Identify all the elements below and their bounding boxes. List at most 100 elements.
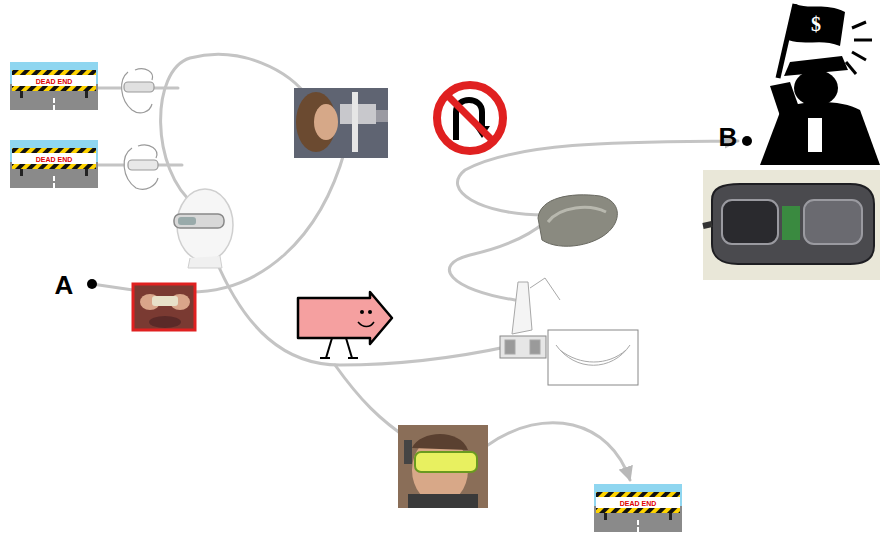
sign-text: DEAD END xyxy=(620,500,657,507)
point-label: B xyxy=(719,124,738,150)
burst-line xyxy=(852,52,866,60)
sketch-face xyxy=(122,69,154,113)
foam-part xyxy=(538,195,617,246)
leg xyxy=(346,338,352,358)
render-background xyxy=(703,170,880,280)
goggles xyxy=(174,214,224,228)
road-dash xyxy=(53,176,55,181)
sketch-stroke xyxy=(560,350,626,362)
barrier-stripes xyxy=(12,86,96,91)
sign-slash xyxy=(447,95,493,141)
dead-end-sign xyxy=(594,484,682,532)
smile xyxy=(358,322,374,327)
sketch-stroke xyxy=(135,69,153,80)
arrow-character xyxy=(298,292,392,358)
road xyxy=(10,84,98,110)
dive-mask xyxy=(415,452,477,472)
barrier-stripes xyxy=(596,492,680,497)
road-dash xyxy=(53,105,55,110)
sketch-stroke xyxy=(512,282,532,334)
technical-sketch xyxy=(500,278,638,385)
sketch-inset xyxy=(548,330,638,385)
face xyxy=(149,316,181,328)
sketch-device xyxy=(500,336,546,358)
burst-line xyxy=(854,39,872,42)
lens xyxy=(178,217,196,225)
foot xyxy=(348,357,358,359)
foam-shape xyxy=(538,195,617,246)
sketch-stroke xyxy=(124,148,158,189)
barrier-stripes xyxy=(12,70,96,75)
sketch-part xyxy=(505,340,515,354)
barrier-stripes xyxy=(12,148,96,153)
face xyxy=(314,104,338,140)
flag-symbol: $ xyxy=(811,14,821,34)
start-dot xyxy=(87,279,97,289)
device xyxy=(152,296,178,306)
leg xyxy=(326,338,332,358)
barrier-panel xyxy=(12,75,96,86)
head xyxy=(794,70,838,106)
road-dash xyxy=(53,183,55,188)
road xyxy=(10,162,98,188)
eye xyxy=(360,310,364,314)
hair xyxy=(412,434,468,450)
headset-panel xyxy=(804,200,862,244)
barrier-stripes xyxy=(12,164,96,169)
photo-frame xyxy=(398,425,488,508)
pirate-figure xyxy=(760,4,880,165)
sketch-face xyxy=(124,145,158,189)
snorkel xyxy=(404,440,412,464)
burst-line xyxy=(846,62,856,74)
barrier-panel xyxy=(12,153,96,164)
instrument-post xyxy=(352,92,358,152)
instrument xyxy=(376,110,388,122)
headset-body xyxy=(712,184,874,264)
path-line xyxy=(215,258,515,365)
photo-mask xyxy=(398,425,488,508)
dead-end-sign xyxy=(10,62,98,110)
sketch-part xyxy=(530,340,540,354)
sketch-stroke xyxy=(556,345,630,365)
no-u-turn-sign xyxy=(437,85,503,151)
point-label: A xyxy=(55,272,74,298)
sketch-goggle xyxy=(128,160,158,170)
sketch-goggle xyxy=(124,82,154,92)
path-line xyxy=(449,222,545,300)
photo-frame xyxy=(133,284,195,330)
end-dot xyxy=(742,136,752,146)
burst-lines xyxy=(846,22,872,74)
neck xyxy=(188,256,222,268)
barrier-panel xyxy=(596,497,680,508)
sketch-stroke xyxy=(530,278,560,300)
barrier-stripes xyxy=(596,508,680,513)
road xyxy=(594,506,682,532)
sign-ring xyxy=(437,85,503,151)
arrow-body xyxy=(298,292,392,344)
road-dash xyxy=(637,520,639,525)
mannequin-head xyxy=(174,189,233,268)
photo-frame xyxy=(294,88,388,158)
headset-render xyxy=(703,170,880,280)
sketch-stroke xyxy=(138,145,157,158)
flag xyxy=(788,4,845,46)
headset-lens xyxy=(722,200,778,244)
photo-hands xyxy=(133,284,195,330)
shirt xyxy=(408,494,478,508)
road-dash xyxy=(53,98,55,103)
highlight xyxy=(548,207,606,222)
dead-end-sign xyxy=(10,140,98,188)
sign-text: DEAD END xyxy=(36,156,73,163)
foot xyxy=(320,357,330,359)
strap xyxy=(703,224,712,226)
burst-line xyxy=(852,22,866,28)
path-line xyxy=(161,54,310,205)
photo-slit-lamp xyxy=(294,88,388,158)
headset-board xyxy=(782,206,800,240)
road-dash xyxy=(637,527,639,532)
sign-text: DEAD END xyxy=(36,78,73,85)
path-line xyxy=(92,284,133,290)
shirt-gap xyxy=(808,118,822,152)
